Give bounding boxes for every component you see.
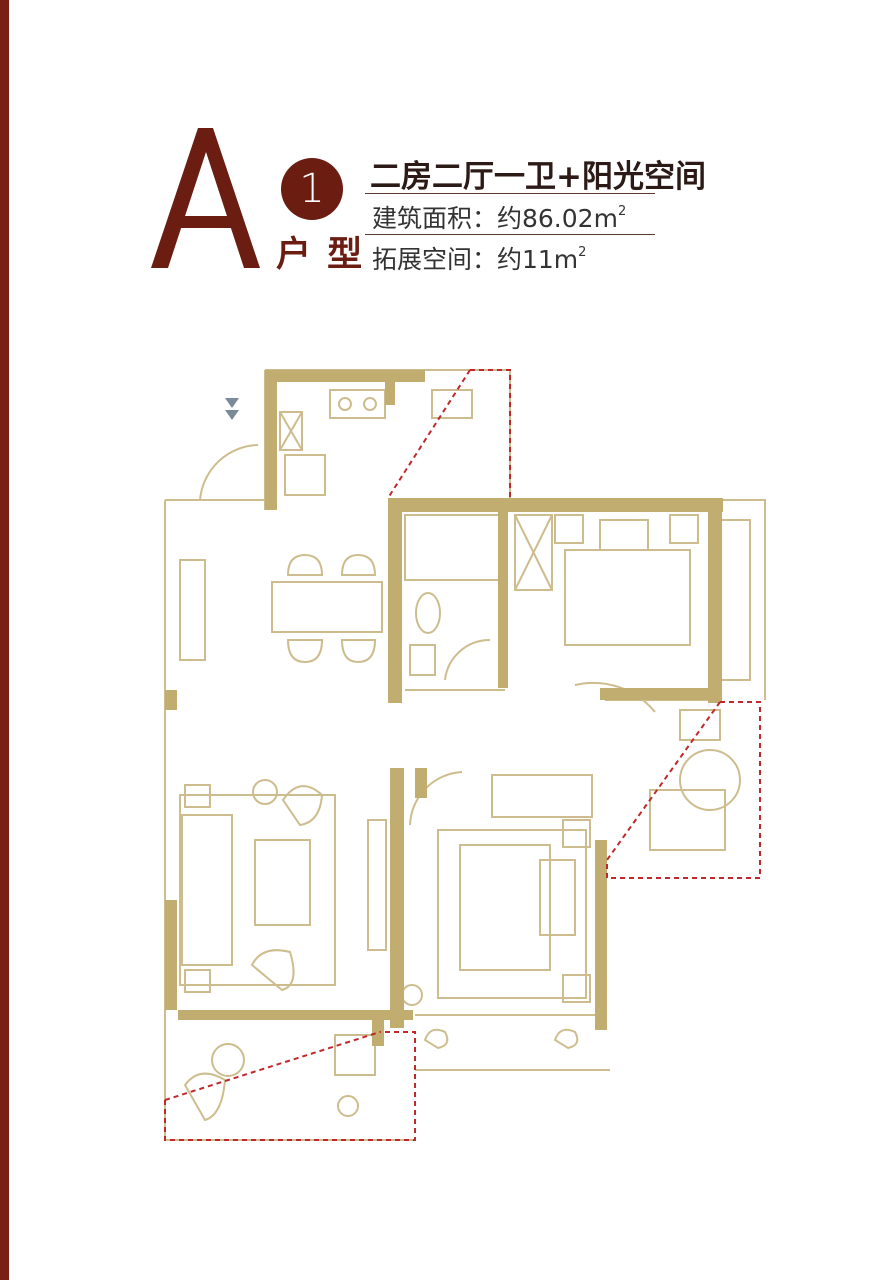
layout-title: 二房二厅一卫+阳光空间 — [370, 159, 706, 195]
unit-type-label: 户 型 — [276, 235, 365, 275]
floor-plan — [164, 369, 766, 1141]
entry-arrow-icon — [225, 410, 239, 420]
unit-number-badge: 1 — [281, 158, 343, 220]
unit-letter-logo — [151, 128, 260, 268]
extended-space-text: 拓展空间：约11m — [372, 245, 579, 274]
building-area: 建筑面积：约86.02m2 — [372, 199, 626, 235]
left-border-bar — [0, 0, 9, 1280]
entry-arrow-icon — [225, 398, 239, 408]
area-unit-superscript: 2 — [617, 204, 627, 219]
divider — [365, 193, 655, 194]
building-area-text: 建筑面积：约86.02m — [372, 204, 618, 233]
ext-unit-superscript: 2 — [578, 245, 587, 260]
extended-space: 拓展空间：约11m2 — [372, 240, 586, 276]
divider — [365, 234, 655, 235]
